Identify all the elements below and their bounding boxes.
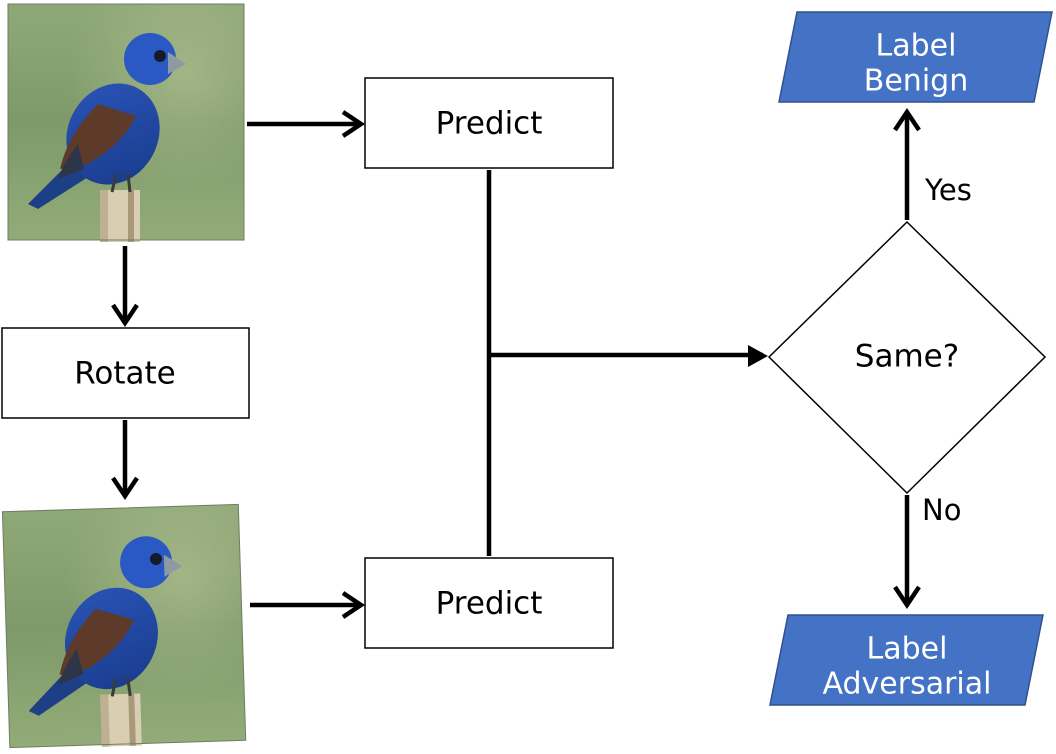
label-adversarial-line1: Label xyxy=(867,632,948,667)
predict-bottom-box: Predict xyxy=(364,557,614,649)
decision-label: Same? xyxy=(855,339,959,375)
label-adversarial-shape: Label Adversarial xyxy=(769,614,1044,706)
label-benign-shape: Label Benign xyxy=(778,11,1053,103)
bird-image-original xyxy=(6,2,246,244)
rotate-box: Rotate xyxy=(1,327,250,419)
predict-bottom-label: Predict xyxy=(436,586,543,622)
predict-top-label: Predict xyxy=(436,106,543,142)
merge-arrowhead xyxy=(748,345,768,367)
merge-connector xyxy=(486,170,763,556)
label-benign-line2: Benign xyxy=(864,64,968,99)
rotate-label: Rotate xyxy=(74,356,176,392)
bird-image-rotated xyxy=(0,502,248,752)
arrow-no xyxy=(893,495,921,610)
arrow-rotate-to-rotated-image xyxy=(111,420,139,501)
arrow-image-to-rotate xyxy=(111,246,139,328)
label-adversarial-line2: Adversarial xyxy=(823,667,992,702)
label-benign-line1: Label xyxy=(876,29,957,64)
arrow-image-to-predict-top xyxy=(247,110,366,138)
edge-label-yes: Yes xyxy=(924,173,972,207)
predict-top-box: Predict xyxy=(364,77,614,169)
arrow-yes xyxy=(893,107,921,220)
arrow-rotated-image-to-predict-bottom xyxy=(250,591,366,619)
decision-diamond: Same? xyxy=(767,220,1047,495)
edge-label-no: No xyxy=(922,493,961,527)
